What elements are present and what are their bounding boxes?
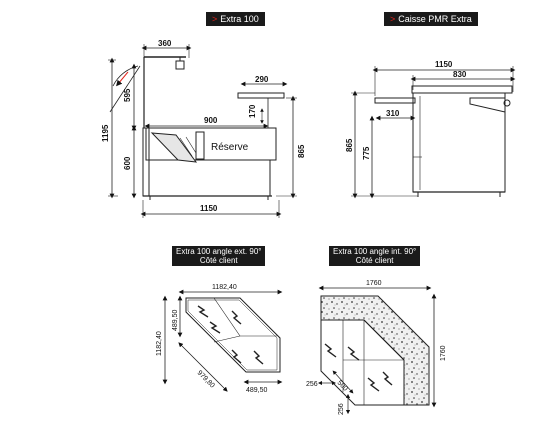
dim-ext-diagonal: 979,80 [196, 369, 216, 389]
dim-shelf-width: 290 [255, 75, 269, 84]
dim-ext-corner-h: 489,50 [246, 387, 268, 394]
side-view-caisse-pmr [351, 66, 516, 199]
dim-base-height: 600 [123, 156, 132, 170]
dim-ext-top-width: 1182,40 [212, 284, 237, 291]
side-view-extra-100 [108, 44, 297, 218]
dim-top-width: 360 [158, 39, 172, 48]
dim-int-top-width: 1760 [366, 280, 382, 287]
plan-angle-ext [162, 289, 283, 392]
dim-caisse-body-height: 775 [362, 146, 371, 160]
dim-caisse-total-width: 1150 [435, 60, 453, 69]
dim-shelf-height: 170 [248, 104, 257, 118]
caption-angle-int: Extra 100 angle int. 90° Côté client [329, 246, 421, 266]
dim-int-corner-h: 256 [306, 381, 318, 388]
dim-int-corner-v: 256 [338, 403, 345, 415]
caption-angle-ext: Extra 100 angle ext. 90° Côté client [172, 246, 266, 266]
dim-total-width: 1150 [200, 204, 218, 213]
dim-int-corner-diag: 500 [336, 379, 349, 392]
label-reserve: Réserve [211, 142, 249, 153]
dim-glass-height: 595 [123, 88, 132, 102]
dim-tray-width: 900 [204, 116, 218, 125]
caption-angle-ext-line2: Côté client [199, 256, 238, 265]
dim-caisse-counter-height: 865 [345, 138, 354, 152]
chevron-icon: > [390, 14, 396, 24]
dim-counter-height: 865 [297, 144, 306, 158]
caption-angle-int-line2: Côté client [355, 256, 394, 265]
caption-angle-ext-line1: Extra 100 angle ext. 90° [176, 247, 262, 256]
plan-angle-int [317, 285, 437, 415]
title-extra-100: >Extra 100 [206, 12, 265, 26]
dim-total-height: 1195 [101, 124, 110, 142]
caption-angle-int-line1: Extra 100 angle int. 90° [333, 247, 417, 256]
title-caisse-pmr: >Caisse PMR Extra [384, 12, 478, 26]
dim-int-right-height: 1760 [440, 345, 447, 361]
title-caisse-pmr-text: Caisse PMR Extra [398, 14, 472, 24]
dim-ext-corner-v: 489,50 [172, 309, 179, 331]
dim-caisse-body-width: 830 [453, 70, 467, 79]
title-extra-100-text: Extra 100 [220, 14, 259, 24]
dim-ext-left-height: 1182,40 [156, 331, 163, 356]
chevron-icon: > [212, 14, 218, 24]
dim-caisse-shelf-depth: 310 [386, 109, 400, 118]
